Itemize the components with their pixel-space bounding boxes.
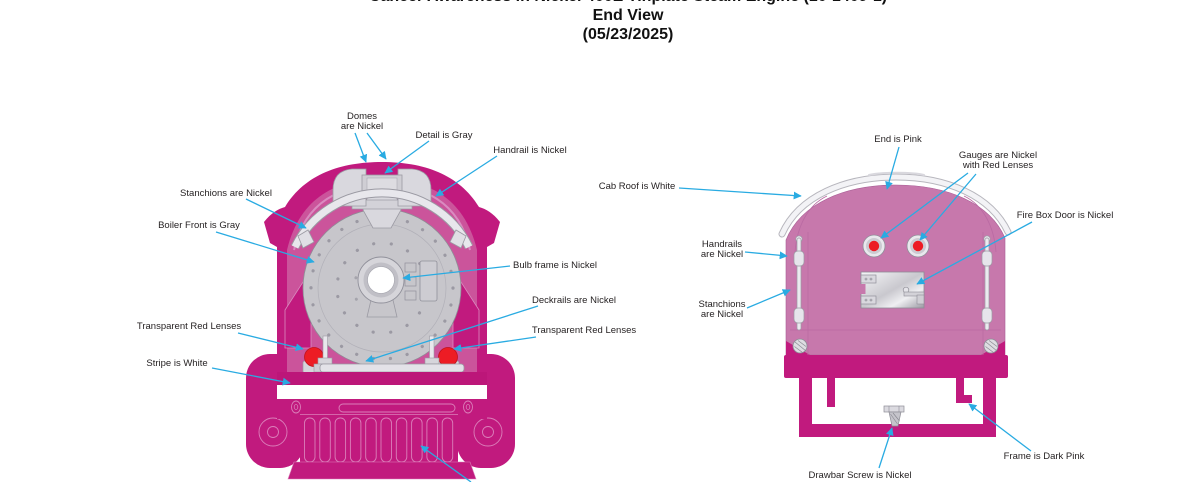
label-detail: Detail is Gray [415,130,473,141]
rivet-ring-outer [309,215,455,361]
leader-arrow [211,367,291,386]
cab-body [785,184,1006,356]
title-line1: Cancer Awareness in Nickel 400E Tinplate… [369,0,887,6]
stanchion-lug [793,250,805,267]
label-red-lenses-left: Transparent Red Lenses [136,321,242,332]
cab-handrail-right [981,235,993,331]
pilot-slats [300,414,458,466]
white-stripe [277,385,487,399]
stanchion-right [449,229,467,249]
leader-arrow [916,221,1033,285]
label-bulb-frame: Bulb frame is Nickel [513,260,597,271]
label-deckrails: Deckrails are Nickel [532,295,616,306]
label-red-lenses-right: Transparent Red Lenses [531,325,637,336]
leader-arrow [878,427,894,469]
label-stripe: Stripe is White [146,358,208,369]
leader-arrow [435,155,498,197]
leader-arrow [746,289,791,309]
page-title: Cancer Awareness in Nickel 400E Tinplate… [369,0,887,44]
gauge-left [862,234,886,258]
frame-step-left [827,378,835,407]
leader-arrows [211,132,1033,482]
firebox-door [858,271,925,309]
leader-arrow [384,140,430,174]
label-boiler-front: Boiler Front is Gray [158,220,240,231]
drawbar-screw [883,405,905,427]
smokebox-latch-detail [404,260,438,302]
label-frame: Frame is Dark Pink [1003,451,1085,462]
leader-arrow [453,336,537,352]
front-view-drawing [246,162,515,480]
label-domes: Domes are Nickel [340,111,384,132]
cab-handrail-left [793,235,805,331]
cab-floor [784,355,1008,378]
leader-arrow [744,251,788,260]
leader-arrow [420,445,472,482]
label-stanchions-front: Stanchions are Nickel [180,188,272,199]
leader-arrow [245,198,307,229]
pilot-base [287,461,477,480]
label-end-pink: End is Pink [874,134,922,145]
screw-left [792,338,808,354]
stanchion-left [297,229,315,249]
label-gauges: Gauges are Nickel with Red Lenses [958,150,1038,171]
leader-arrow [215,231,315,264]
label-drawbar-screw: Drawbar Screw is Nickel [808,470,912,481]
label-handrails-rear: Handrails are Nickel [700,239,744,260]
cab-roof [778,171,1012,238]
stanchion-lug [793,307,805,324]
leader-arrow [237,332,304,352]
stanchion-lug [981,307,993,324]
headlight-bulb-frame [357,256,405,304]
label-firebox-door: Fire Box Door is Nickel [1016,210,1114,221]
leader-arrow [365,305,539,363]
leader-arrow [402,265,511,282]
screw-right [983,338,999,354]
frame-step-right [956,378,972,403]
deckrail-bar [319,363,465,373]
leader-arrow [678,187,802,200]
cab-panel-lines [790,195,1001,355]
leader-arrow [885,146,900,190]
leader-arrow [880,172,969,239]
title-line2: End View [592,7,664,24]
label-handrail: Handrail is Nickel [493,145,567,156]
handrail-arc [290,188,474,249]
leader-arrow [919,173,977,241]
rear-view-drawing [778,171,1012,437]
label-cab-roof: Cab Roof is White [598,181,676,192]
running-board [277,372,487,385]
stanchion-lug [981,250,993,267]
leader-arrow [354,132,368,163]
title-line3: (05/23/2025) [582,26,674,43]
leader-arrow [366,132,387,160]
label-stanchions-rear: Stanchions are Nickel [698,299,746,320]
leader-arrow [968,403,1032,452]
gauge-right [906,234,930,258]
